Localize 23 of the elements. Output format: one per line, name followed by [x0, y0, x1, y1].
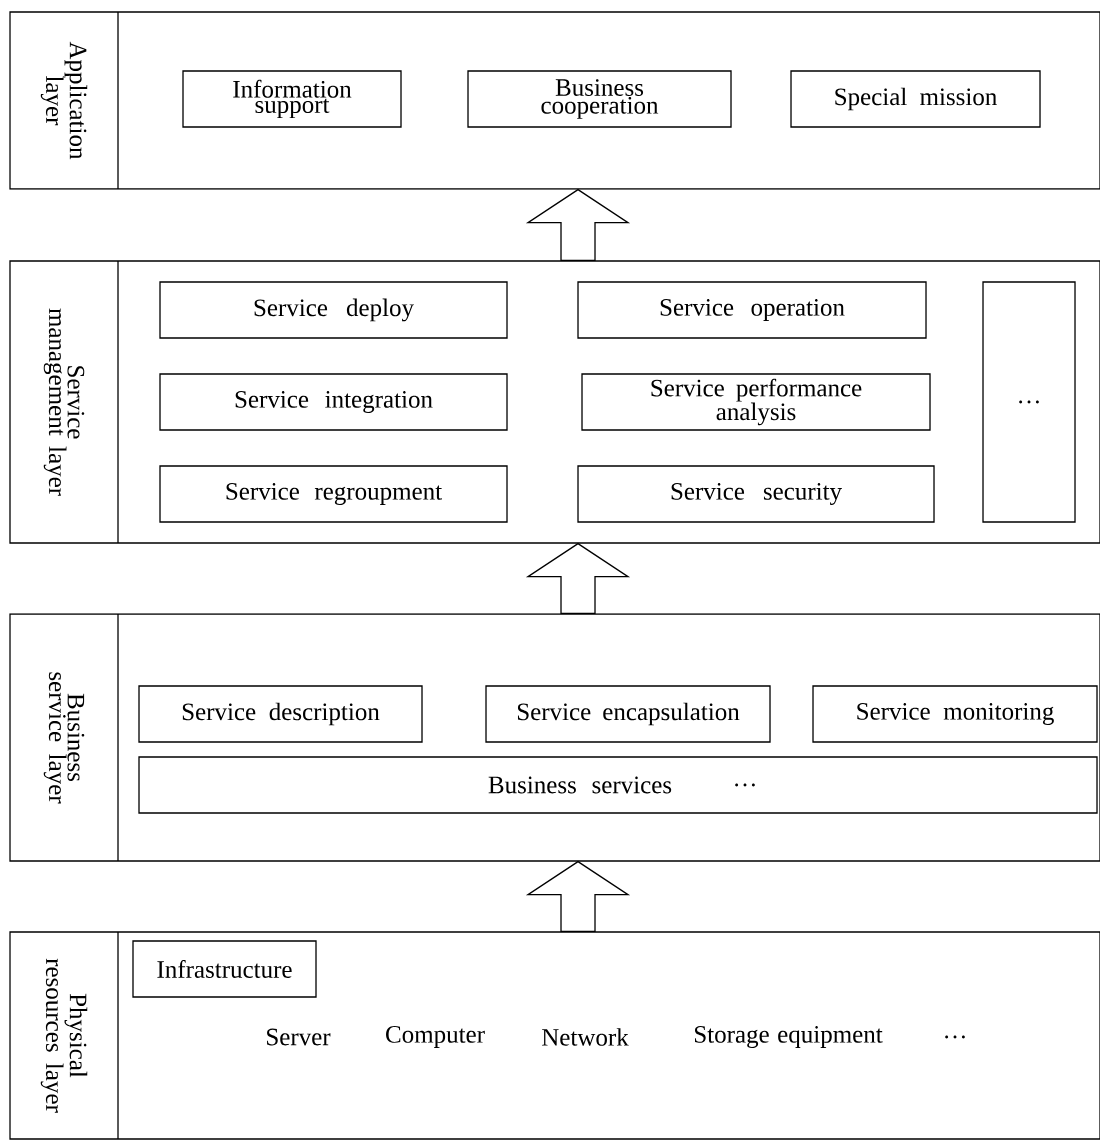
- resource-label: Computer: [386, 1026, 485, 1048]
- component-box: Information support: [182, 70, 402, 128]
- component-box: Service monitoring: [812, 685, 1098, 743]
- block-arrow: [525, 860, 631, 932]
- resource-label: Network: [542, 1028, 629, 1046]
- resource-label: Storage equipment: [695, 1026, 883, 1048]
- component-box: Service integration: [159, 373, 508, 431]
- component-box: Special mission: [790, 70, 1041, 128]
- block-arrow: [525, 188, 631, 261]
- component-box: Service deploy: [159, 281, 508, 339]
- component-box: Service performance analysis: [581, 373, 931, 431]
- component-box: Service security: [577, 465, 935, 523]
- component-box: Business services …: [138, 756, 1098, 814]
- component-box: …: [982, 281, 1076, 523]
- component-box: Service description: [138, 685, 423, 743]
- block-arrow: [525, 542, 631, 614]
- component-box: Business cooperation: [467, 70, 732, 128]
- resource-label: Server: [267, 1028, 331, 1046]
- component-box: Infrastructure: [132, 940, 317, 998]
- component-box: Service encapsulation: [485, 685, 771, 743]
- component-box: Service regroupment: [159, 465, 508, 523]
- component-box: Service operation: [577, 281, 927, 339]
- resource-label: …: [945, 1035, 965, 1039]
